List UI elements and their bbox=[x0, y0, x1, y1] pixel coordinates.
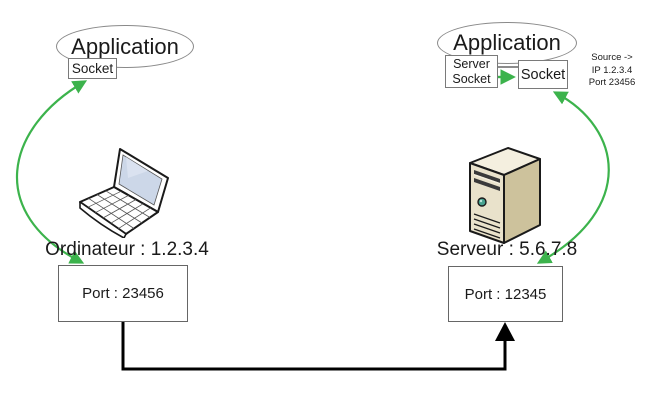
server-port-box: Port : 12345 bbox=[448, 266, 563, 322]
source-annotation-line3: Port 23456 bbox=[588, 77, 636, 88]
client-host-label: Ordinateur : 1.2.3.4 bbox=[17, 239, 237, 261]
client-socket-label: Socket bbox=[71, 61, 114, 76]
server-host-text: Serveur : 5.6.7.8 bbox=[436, 239, 578, 260]
source-annotation-line1: Source -> bbox=[591, 52, 633, 63]
server-socket-label: Socket bbox=[520, 66, 566, 83]
client-socket-port-arrow bbox=[15, 80, 88, 264]
server-socket-port-arrow bbox=[536, 91, 610, 264]
server-host-label: Serveur : 5.6.7.8 bbox=[397, 239, 617, 261]
server-tower-icon bbox=[469, 147, 541, 244]
server-application-ellipse: Application bbox=[437, 22, 577, 64]
laptop-icon bbox=[79, 148, 169, 238]
client-socket-box: Socket bbox=[68, 58, 117, 79]
source-annotation: Source -> IP 1.2.3.4 Port 23456 bbox=[580, 52, 644, 90]
source-annotation-line2: IP 1.2.3.4 bbox=[591, 64, 633, 76]
client-application-ellipse: Application bbox=[56, 25, 194, 68]
server-socket-box: Socket bbox=[518, 60, 568, 89]
client-port-box: Port : 23456 bbox=[58, 265, 188, 322]
server-serversocket-box: Server Socket bbox=[445, 55, 498, 88]
client-application-label: Application bbox=[71, 33, 179, 59]
client-host-text: Ordinateur : 1.2.3.4 bbox=[45, 239, 209, 260]
port-to-port-connector bbox=[121, 322, 507, 371]
server-application-label: Application bbox=[453, 30, 561, 55]
server-serversocket-line2: Socket bbox=[452, 71, 491, 86]
port-connector-arrowhead bbox=[495, 322, 515, 341]
client-port-label: Port : 23456 bbox=[82, 285, 164, 302]
server-port-label: Port : 12345 bbox=[464, 285, 547, 303]
server-serversocket-line1: Server bbox=[453, 56, 490, 71]
